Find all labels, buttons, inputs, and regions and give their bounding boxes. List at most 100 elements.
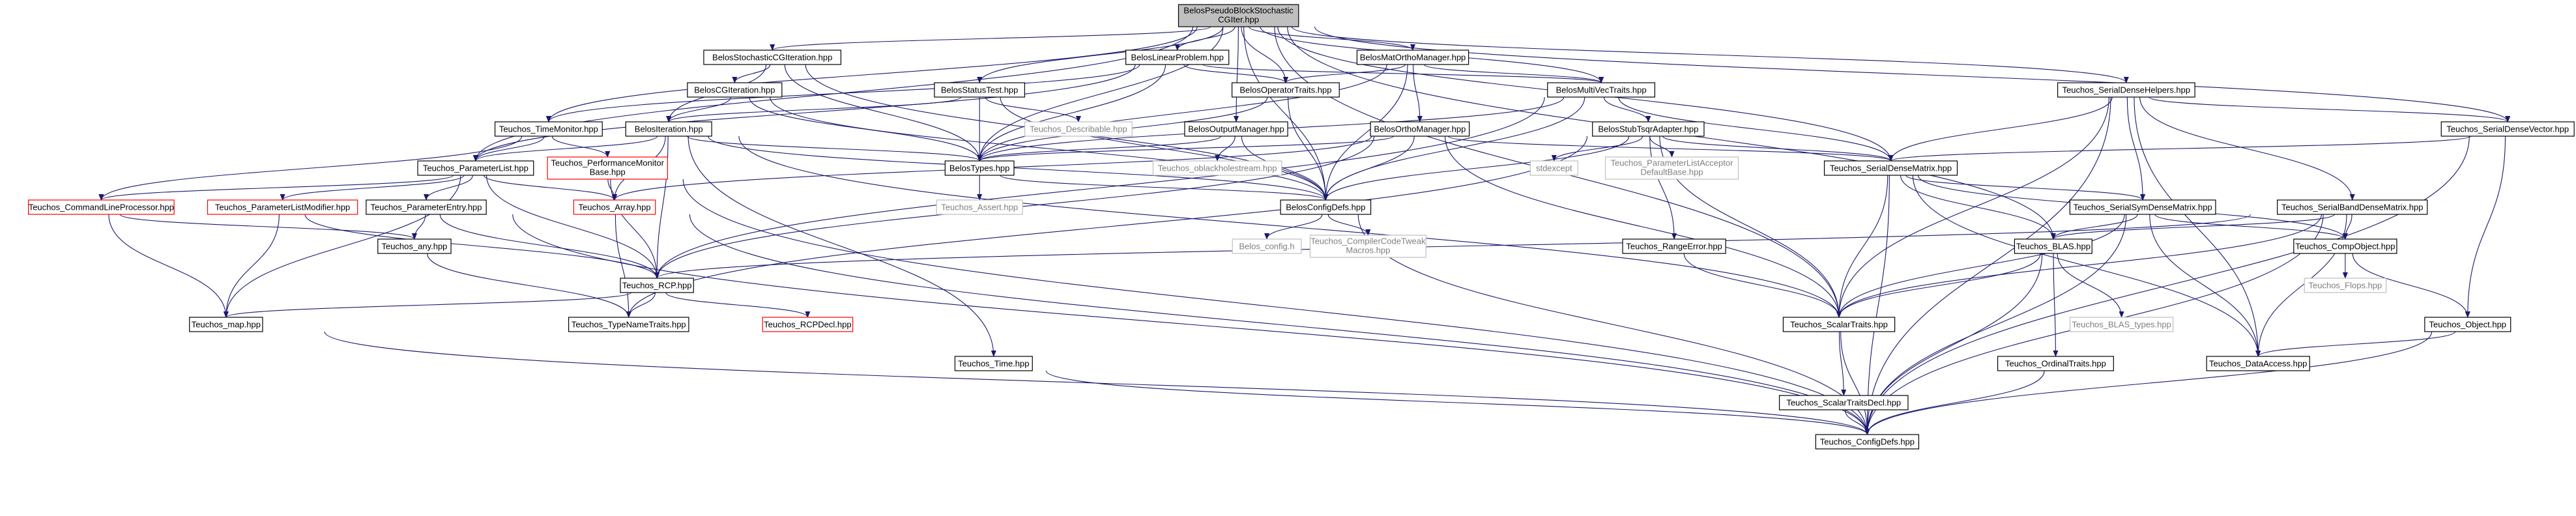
node-label: Teuchos_DataAccess.hpp — [2209, 358, 2307, 368]
edge-pentry-to-any — [411, 214, 426, 240]
node-label: BelosConfigDefs.hpp — [1286, 202, 1365, 212]
node-map[interactable]: Teuchos_map.hpp — [189, 317, 263, 332]
node-optraits[interactable]: BelosOperatorTraits.hpp — [1231, 82, 1340, 98]
nodes-layer: BelosPseudoBlockStochasticCGIter.hppBelo… — [27, 4, 2575, 450]
node-sdvector[interactable]: Teuchos_SerialDenseVector.hpp — [2440, 121, 2575, 137]
node-label: Base.hpp — [590, 167, 626, 177]
node-blas[interactable]: Teuchos_BLAS.hpp — [2014, 238, 2092, 254]
node-label: Teuchos_ParameterListModifier.hpp — [215, 202, 350, 212]
node-iteration[interactable]: BelosIteration.hpp — [625, 121, 712, 137]
edge-orthomgr-to-types — [977, 136, 1394, 162]
node-linprob[interactable]: BelosLinearProblem.hpp — [1125, 50, 1230, 65]
node-scalardecl[interactable]: Teuchos_ScalarTraitsDecl.hpp — [1778, 395, 1909, 410]
edge-sdhelpers-to-scalar — [1836, 96, 2109, 318]
edge-mvortho-to-belosconfig — [1323, 96, 1585, 201]
node-label: CGIter.hpp — [1218, 14, 1259, 24]
edge-plmod-to-map — [223, 214, 280, 318]
edge-tobject-to-tconfig — [1864, 331, 2433, 435]
node-rcpdecl[interactable]: Teuchos_RCPDecl.hpp — [762, 317, 854, 332]
edge-cgiter-to-belosconfig — [770, 96, 1329, 201]
edge-sdmatrix-to-symmatrix — [1905, 175, 2145, 201]
node-any[interactable]: Teuchos_any.hpp — [377, 238, 452, 254]
edge-cgiter-to-iteration — [666, 96, 731, 122]
node-belosconfig[interactable]: BelosConfigDefs.hpp — [1280, 199, 1372, 215]
node-label: BelosStochasticCGIteration.hpp — [712, 52, 832, 62]
edge-orthomgr-to-belosconfig — [1323, 136, 1415, 201]
node-sdhelpers[interactable]: Teuchos_SerialDenseHelpers.hpp — [2057, 82, 2195, 98]
node-box — [1815, 434, 1920, 450]
node-time[interactable]: Teuchos_Time.hpp — [954, 356, 1033, 371]
node-ordinal[interactable]: Teuchos_OrdinalTraits.hpp — [1997, 356, 2114, 371]
node-box — [573, 199, 656, 215]
node-sdmatrix[interactable]: Teuchos_SerialDenseMatrix.hpp — [1823, 160, 1958, 176]
edge-plist-to-array — [484, 175, 617, 201]
node-cmdline[interactable]: Teuchos_CommandLineProcessor.hpp — [27, 199, 175, 215]
edge-orthomgr-to-sdmatrix — [1447, 136, 1894, 162]
node-tobject[interactable]: Teuchos_Object.hpp — [2424, 317, 2511, 332]
node-label: Teuchos_SerialSymDenseMatrix.hpp — [2074, 202, 2212, 212]
node-box — [27, 199, 175, 215]
node-dataaccess[interactable]: Teuchos_DataAccess.hpp — [2206, 356, 2310, 371]
node-orthomgr[interactable]: BelosOrthoManager.hpp — [1370, 121, 1470, 137]
node-tsqr[interactable]: BelosStubTsqrAdapter.hpp — [1592, 121, 1705, 137]
node-stocg[interactable]: BelosStochasticCGIteration.hpp — [703, 50, 842, 65]
edge-sdvector-to-tconfig — [1864, 136, 2470, 435]
node-label: Teuchos_SerialDenseMatrix.hpp — [1830, 163, 1952, 173]
node-label: Teuchos_SerialDenseVector.hpp — [2446, 124, 2569, 134]
node-label: Teuchos_Flops.hpp — [2309, 280, 2382, 290]
node-rangeerr[interactable]: Teuchos_RangeError.hpp — [1622, 238, 1726, 254]
node-tasserthpp: Teuchos_Assert.hpp — [936, 199, 1023, 215]
node-box — [1356, 50, 1469, 65]
node-label: Teuchos_Object.hpp — [2429, 319, 2507, 329]
node-cgiter[interactable]: BelosCGIteration.hpp — [687, 82, 783, 98]
edge-root-to-matortho — [1249, 26, 1415, 51]
edge-types-to-belosconfig — [1000, 175, 1329, 201]
edge-sdvector-to-tobject — [2465, 136, 2506, 318]
node-box — [1997, 356, 2114, 371]
node-types[interactable]: BelosTypes.hpp — [944, 160, 1015, 176]
node-label: Teuchos_TimeMonitor.hpp — [499, 124, 598, 134]
node-array[interactable]: Teuchos_Array.hpp — [573, 199, 656, 215]
node-tconfig[interactable]: Teuchos_ConfigDefs.hpp — [1815, 434, 1920, 450]
node-plist[interactable]: Teuchos_ParameterList.hpp — [417, 160, 534, 176]
node-box — [2069, 317, 2174, 332]
edge-plist-to-cmdline — [98, 175, 454, 201]
node-label: Teuchos_BLAS_types.hpp — [2072, 319, 2171, 329]
edge-tsqr-to-belosconfig — [1323, 136, 1630, 201]
node-symmatrix[interactable]: Teuchos_SerialSymDenseMatrix.hpp — [2069, 199, 2216, 215]
node-box — [954, 356, 1033, 371]
node-box — [1592, 121, 1705, 137]
node-label: Teuchos_ConfigDefs.hpp — [1820, 437, 1915, 446]
node-matortho[interactable]: BelosMatOrthoManager.hpp — [1356, 50, 1469, 65]
node-status[interactable]: BelosStatusTest.hpp — [934, 82, 1025, 98]
node-mvortho[interactable]: BelosMultiVecTraits.hpp — [1547, 82, 1655, 98]
node-timemon[interactable]: Teuchos_TimeMonitor.hpp — [494, 121, 603, 137]
edge-sdmatrix-to-tconfig — [1864, 175, 1890, 435]
edge-linprob-to-plist — [473, 64, 1136, 162]
edge-timemon-to-perfmon — [551, 136, 611, 158]
edge-status-to-belosconfig — [1000, 96, 1329, 201]
node-plmod[interactable]: Teuchos_ParameterListModifier.hpp — [207, 199, 358, 215]
node-scalar[interactable]: Teuchos_ScalarTraits.hpp — [1782, 317, 1896, 332]
node-configh: Belos_config.h — [1232, 238, 1302, 254]
node-outmgr[interactable]: BelosOutputManager.hpp — [1184, 121, 1288, 137]
node-pentry[interactable]: Teuchos_ParameterEntry.hpp — [366, 199, 487, 215]
edge-symmatrix-to-blas — [2050, 214, 2138, 240]
node-typename[interactable]: Teuchos_TypeNameTraits.hpp — [568, 317, 689, 332]
node-rcp[interactable]: Teuchos_RCP.hpp — [620, 278, 694, 293]
edge-tsqr-to-sdmatrix — [1662, 136, 1894, 162]
node-label: Teuchos_OrdinalTraits.hpp — [2005, 358, 2106, 368]
node-box — [934, 82, 1025, 98]
node-compobj[interactable]: Teuchos_CompObject.hpp — [2293, 238, 2397, 254]
edge-iteration-to-plist — [473, 136, 658, 162]
edge-perfmon-to-tconfig — [682, 179, 1870, 435]
edge-tsqr-to-rangeerr — [1649, 136, 1677, 240]
edge-symmatrix-to-compobj — [2154, 214, 2348, 240]
edge-mvortho-to-tsqr — [1603, 96, 1651, 122]
node-box — [1024, 121, 1133, 137]
node-bandmatrix[interactable]: Teuchos_SerialBandDenseMatrix.hpp — [2277, 199, 2428, 215]
node-box — [703, 50, 842, 65]
node-box — [547, 156, 668, 180]
